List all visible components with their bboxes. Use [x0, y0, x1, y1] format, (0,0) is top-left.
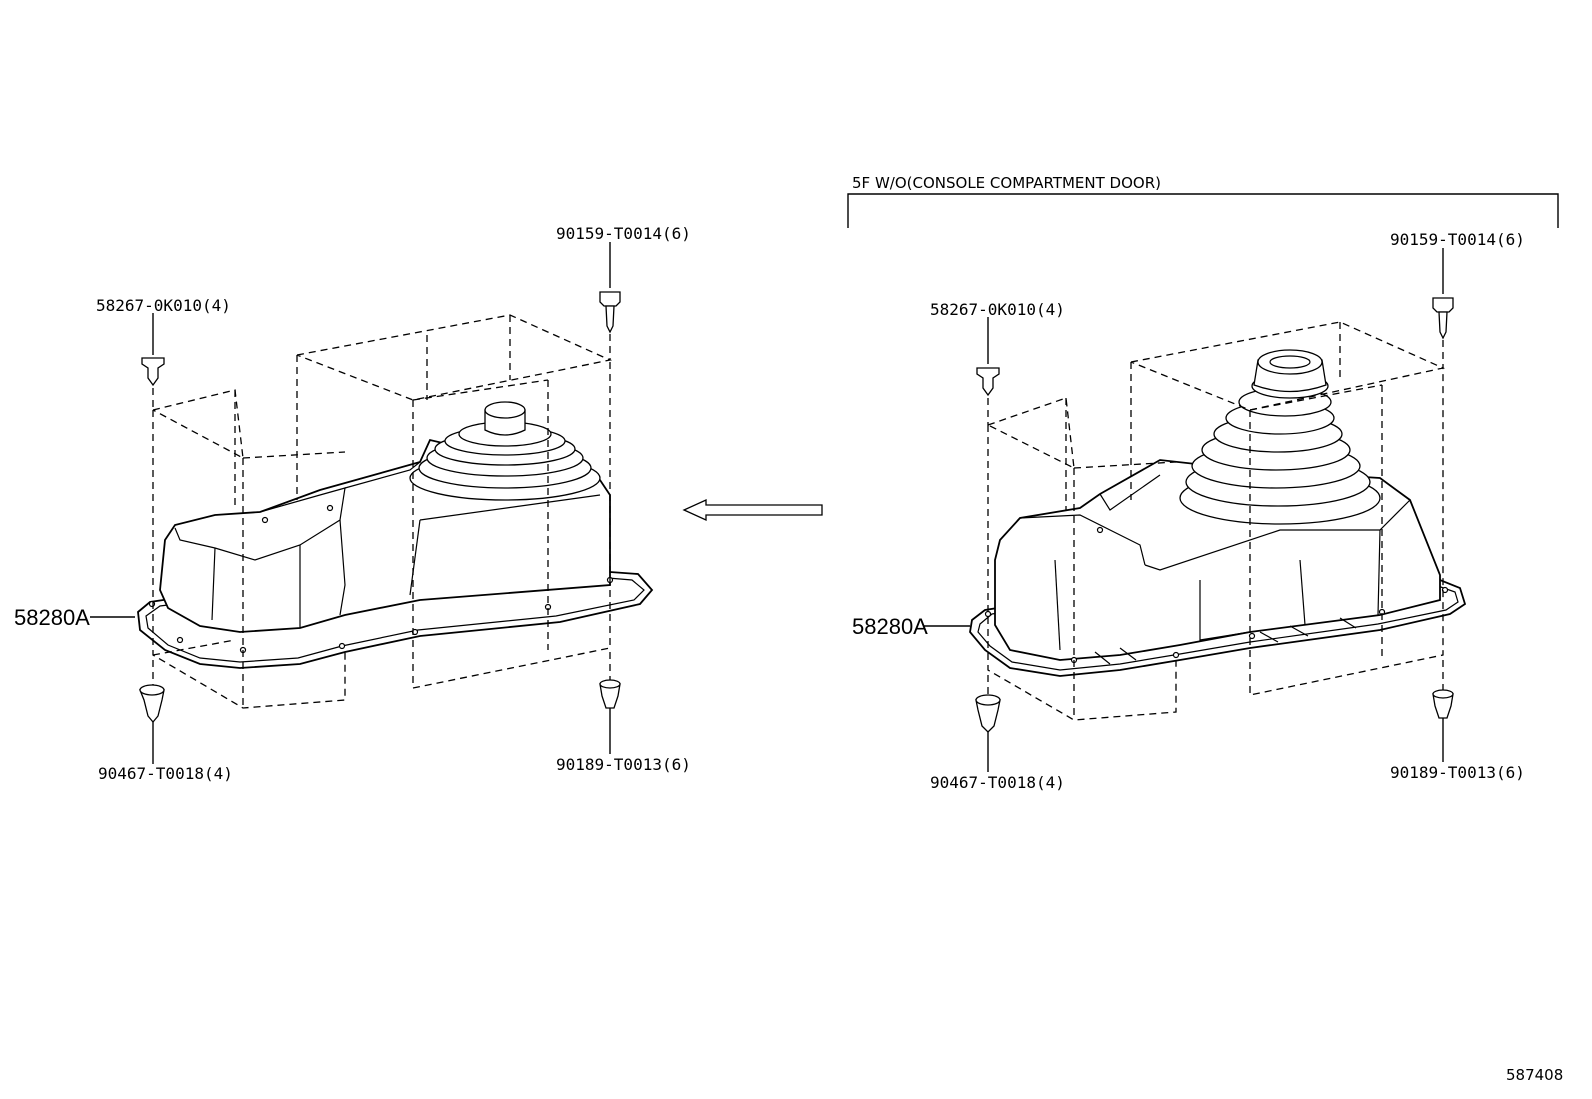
right-screw-90159 — [1432, 248, 1454, 368]
view-arrow — [682, 498, 823, 522]
right-clip-90467 — [975, 675, 1001, 772]
left-clip-58267 — [141, 313, 165, 410]
right-label-58280a: 58280A — [852, 614, 928, 639]
right-label-58267: 58267-0K010(4) — [930, 300, 1065, 319]
right-clip-58267 — [976, 317, 1000, 425]
left-screw-90159 — [599, 242, 621, 360]
condition-bracket — [847, 193, 1559, 228]
left-label-90467: 90467-T0018(4) — [98, 764, 233, 783]
left-label-58267: 58267-0K010(4) — [96, 296, 231, 315]
right-label-90159: 90159-T0014(6) — [1390, 230, 1525, 249]
right-view: 5F W/O(CONSOLE COMPARTMENT DOOR) — [847, 174, 1559, 792]
right-nut-90189 — [1432, 660, 1454, 762]
right-label-90189: 90189-T0013(6) — [1390, 763, 1525, 782]
left-label-90189: 90189-T0013(6) — [556, 755, 691, 774]
left-clip-90467 — [139, 660, 165, 764]
left-view: 58267-0K010(4) 90159-T0014(6) 58280A 904… — [14, 224, 691, 783]
left-label-58280a: 58280A — [14, 605, 90, 630]
condition-label: 5F W/O(CONSOLE COMPARTMENT DOOR) — [852, 174, 1161, 192]
left-nut-90189 — [599, 652, 621, 754]
left-label-90159: 90159-T0014(6) — [556, 224, 691, 243]
reference-number: 587408 — [1506, 1066, 1563, 1084]
right-label-90467: 90467-T0018(4) — [930, 773, 1065, 792]
